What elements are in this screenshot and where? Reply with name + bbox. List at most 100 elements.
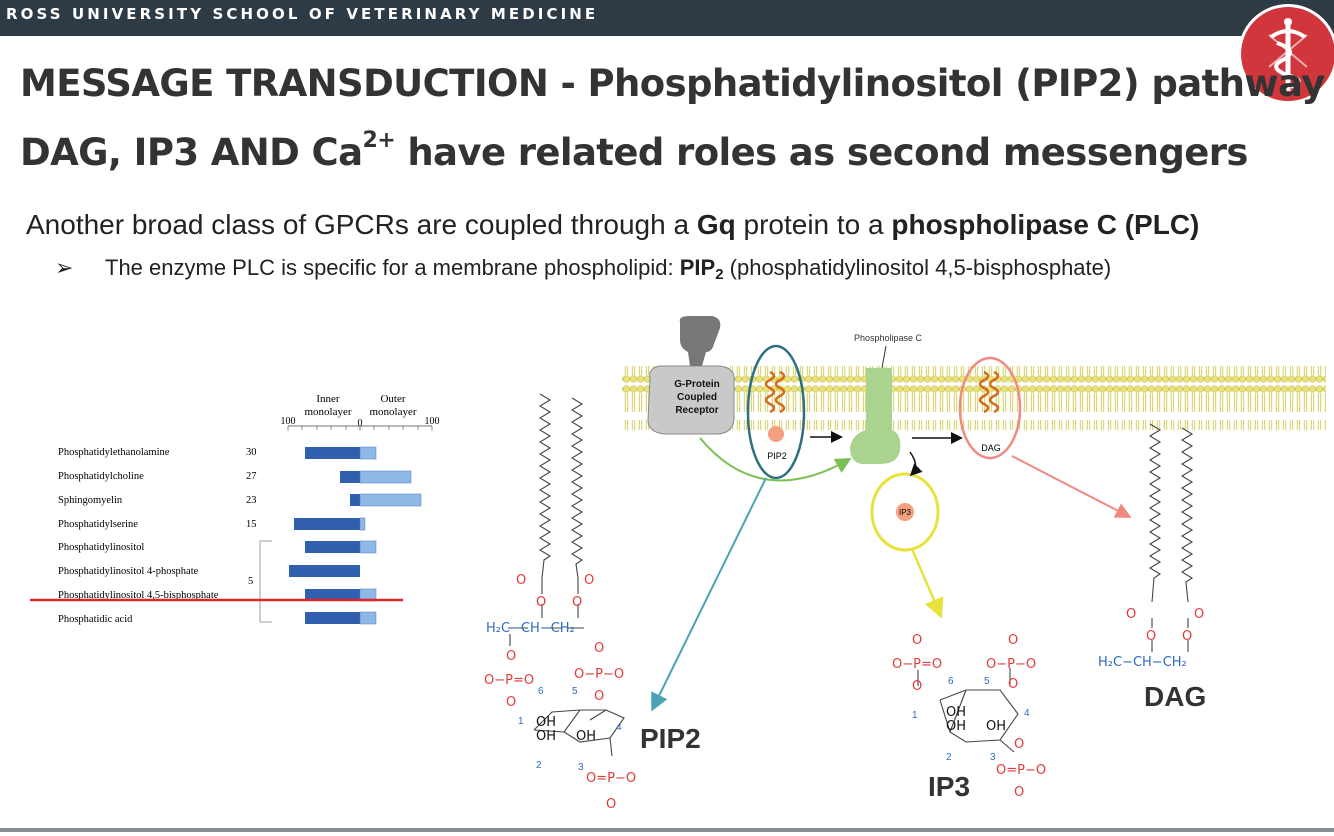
caduceus-icon (1268, 18, 1308, 91)
inner-bar (350, 494, 360, 506)
cell-membrane (622, 366, 1326, 430)
svg-text:O: O (606, 797, 616, 812)
outer-bar (359, 493, 422, 507)
inner-bar (289, 565, 360, 577)
svg-text:OH: OH (946, 719, 966, 734)
svg-text:O: O (594, 689, 604, 704)
gpcr-label-2: Coupled (677, 392, 717, 403)
school-logo (1238, 4, 1334, 104)
svg-text:4: 4 (1024, 708, 1030, 719)
svg-text:1: 1 (912, 710, 918, 721)
gpcr-receptor: G-Protein Coupled Receptor (647, 316, 735, 435)
row-value: 30 (246, 447, 257, 458)
inner-bar (305, 447, 360, 459)
dag-structure (1148, 423, 1194, 652)
axis-mid-tick: 0 (358, 418, 363, 429)
ip3-small-label: IP3 (899, 508, 912, 517)
phospholipase-c: Phospholipase C (850, 333, 923, 464)
dag-big-label: DAG (1144, 681, 1206, 712)
row-label: Phosphatidylcholine (58, 471, 144, 482)
svg-text:O: O (1126, 607, 1136, 622)
pip2-big-label: PIP2 (640, 723, 701, 754)
svg-text:5: 5 (572, 686, 578, 697)
ip3-structure (917, 668, 1019, 753)
svg-text:3: 3 (578, 762, 584, 773)
svg-text:H₂C−CH−CH₂: H₂C−CH−CH₂ (486, 621, 575, 636)
svg-text:O: O (594, 641, 604, 656)
axis-right-tick: 100 (425, 416, 440, 427)
plc-label: Phospholipase C (854, 333, 923, 343)
svg-text:2: 2 (946, 752, 952, 763)
svg-text:O: O (506, 649, 516, 664)
inner-label-2: monolayer (304, 406, 351, 418)
group-bracket (259, 540, 272, 623)
inner-bar (305, 612, 360, 624)
axis-left-tick: 100 (281, 416, 296, 427)
outer-bar (359, 517, 366, 531)
svg-text:OH: OH (536, 729, 556, 744)
row-label: Phosphatidylethanolamine (58, 447, 170, 458)
svg-text:OH: OH (576, 729, 596, 744)
svg-text:O−P=O: O−P=O (892, 657, 942, 672)
row-value: 23 (246, 495, 257, 506)
svg-text:O=P−O: O=P−O (996, 763, 1046, 778)
svg-text:O−P=O: O−P=O (484, 673, 534, 688)
svg-text:O: O (1194, 607, 1204, 622)
gpcr-label-1: G-Protein (674, 379, 720, 390)
svg-text:O: O (506, 695, 516, 710)
svg-text:H₂C−CH−CH₂: H₂C−CH−CH₂ (1098, 655, 1187, 670)
outer-bars (359, 446, 422, 625)
svg-text:O: O (1008, 633, 1018, 648)
inner-bars (289, 447, 360, 624)
row-label: Phosphatidylserine (58, 519, 138, 530)
dag-highlight-circle (958, 356, 1022, 460)
lipid-row-labels: Phosphatidylethanolamine Phosphatidylcho… (58, 447, 219, 625)
bullet-arrow-icon: ➢ (55, 255, 74, 280)
lipid-row-values: 30 27 23 15 5 (246, 447, 257, 587)
svg-text:O: O (1014, 737, 1024, 752)
inner-label-1: Inner (316, 393, 340, 405)
svg-text:OH: OH (536, 715, 556, 730)
outer-label-1: Outer (380, 393, 405, 405)
ip3-big-label: IP3 (928, 771, 970, 802)
inner-bar (305, 541, 360, 553)
svg-text:O: O (536, 595, 546, 610)
svg-text:OH: OH (986, 719, 1006, 734)
slide-subtitle: DAG, IP3 AND Ca2+ have related roles as … (20, 128, 1248, 174)
svg-text:O: O (516, 573, 526, 588)
pip2-structure (508, 393, 625, 757)
outer-bar (359, 446, 377, 460)
inner-bar (294, 518, 360, 530)
svg-text:O: O (1008, 677, 1018, 692)
row-label: Phosphatidylinositol (58, 542, 144, 553)
svg-text:OH: OH (946, 705, 966, 720)
svg-text:O−P−O: O−P−O (986, 657, 1036, 672)
svg-text:O: O (912, 679, 922, 694)
dag-small-label: DAG (981, 443, 1001, 453)
outer-bar (359, 470, 412, 484)
row-label: Phosphatidylinositol 4-phosphate (58, 566, 199, 577)
svg-text:2: 2 (536, 760, 542, 771)
bullet-point: ➢The enzyme PLC is specific for a membra… (55, 255, 1112, 283)
row-value: 15 (246, 519, 257, 530)
svg-text:3: 3 (990, 752, 996, 763)
ip3-messenger: IP3 (870, 472, 940, 552)
svg-text:O=P−O: O=P−O (586, 771, 636, 786)
svg-text:O: O (1146, 629, 1156, 644)
svg-text:4: 4 (616, 722, 622, 733)
intro-sentence: Another broad class of GPCRs are coupled… (26, 209, 1200, 240)
svg-text:O: O (1182, 629, 1192, 644)
svg-text:5: 5 (984, 676, 990, 687)
svg-text:O: O (1014, 785, 1024, 800)
outer-bar (359, 611, 377, 625)
svg-text:O−P−O: O−P−O (574, 667, 624, 682)
inner-bar (305, 589, 360, 601)
inner-bar (340, 471, 360, 483)
svg-text:O: O (584, 573, 594, 588)
footer-divider (0, 828, 1334, 832)
slide-title: MESSAGE TRANSDUCTION - Phosphatidylinosi… (20, 62, 1325, 105)
outer-bar (359, 540, 377, 554)
institution-name: ROSS UNIVERSITY SCHOOL OF VETERINARY MED… (6, 5, 599, 23)
